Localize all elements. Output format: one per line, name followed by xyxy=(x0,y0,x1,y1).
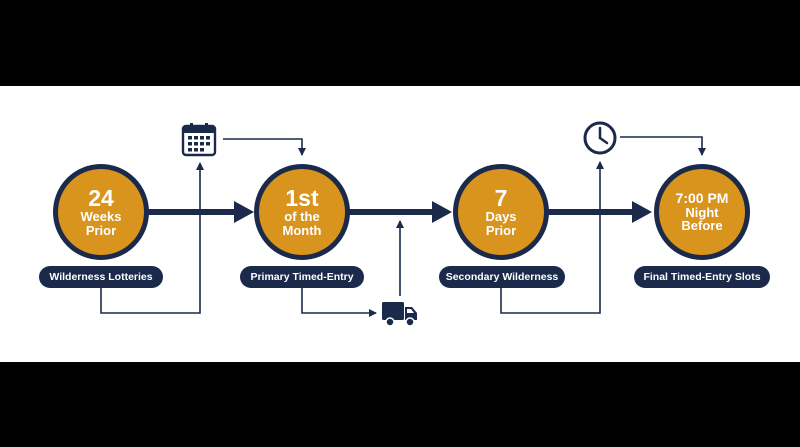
milestone-value: 7:00 PM xyxy=(675,190,729,207)
connector-primary-to-truck xyxy=(301,288,377,317)
connector-clock-to-final xyxy=(620,136,706,156)
truck-icon xyxy=(382,302,417,327)
milestone-first-of-month: 1st of the Month xyxy=(254,164,350,260)
milestone-value: 24 xyxy=(88,185,114,212)
milestone-days-prior: 7 Days Prior xyxy=(453,164,549,260)
milestone-qualifier: Prior xyxy=(85,223,117,239)
arrowhead-1-to-2 xyxy=(234,201,254,223)
connector-secondary-to-clock xyxy=(500,161,604,314)
clock-icon xyxy=(583,121,617,155)
timeline-arrows xyxy=(148,201,652,223)
connector-lottery-to-calendar xyxy=(100,162,204,314)
milestone-value: 1st xyxy=(285,185,319,212)
milestone-unit: of the xyxy=(284,209,320,225)
milestone-weeks-prior: 24 Weeks Prior xyxy=(53,164,149,260)
label-primary-timed-entry: Primary Timed-Entry xyxy=(240,266,364,288)
milestone-night-before: 7:00 PM Night Before xyxy=(654,164,750,260)
milestone-unit: Night xyxy=(685,204,719,220)
thin-connectors xyxy=(100,136,706,317)
milestone-qualifier: Month xyxy=(282,223,322,239)
label-final-timed-entry-slots: Final Timed-Entry Slots xyxy=(634,266,770,288)
milestone-unit: Days xyxy=(485,209,517,225)
milestone-qualifier: Before xyxy=(681,218,723,234)
label-wilderness-lotteries: Wilderness Lotteries xyxy=(39,266,163,288)
arrowhead-2-to-3 xyxy=(432,201,452,223)
milestone-qualifier: Prior xyxy=(485,223,517,239)
arrowhead-3-to-4 xyxy=(632,201,652,223)
connector-calendar-to-month xyxy=(223,138,306,156)
label-secondary-wilderness: Secondary Wilderness xyxy=(439,266,565,288)
milestone-unit: Weeks xyxy=(80,209,122,225)
calendar-icon xyxy=(181,123,217,157)
milestone-value: 7 xyxy=(494,185,508,212)
